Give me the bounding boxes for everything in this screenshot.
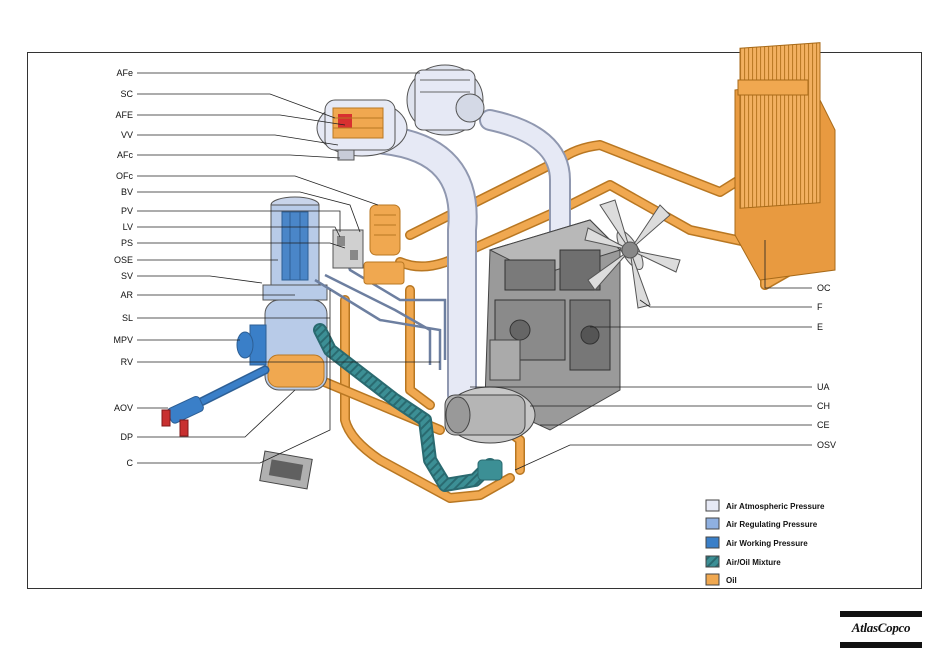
labels-left: AFe SC AFE VV AFc OFc BV PV LV PS OSE SV… <box>113 68 133 468</box>
label-afe-upper: AFe <box>116 68 133 78</box>
label-ar: AR <box>120 290 133 300</box>
label-ch: CH <box>817 401 830 411</box>
label-afe: AFE <box>115 110 133 120</box>
svg-text:Air/Oil Mixture: Air/Oil Mixture <box>726 558 781 567</box>
compressor-element <box>445 387 535 443</box>
label-lv: LV <box>123 222 133 232</box>
label-sv: SV <box>121 271 133 281</box>
label-ofc: OFc <box>116 171 133 181</box>
labels-right: OC F E UA CH CE OSV <box>817 283 836 450</box>
oil-filter <box>364 205 404 284</box>
label-pv: PV <box>121 206 133 216</box>
label-oc: OC <box>817 283 831 293</box>
oil-cooler <box>735 43 835 280</box>
label-f: F <box>817 302 823 312</box>
logo-bar-bottom <box>840 642 922 648</box>
label-afc: AFc <box>117 150 134 160</box>
label-osv: OSV <box>817 440 836 450</box>
label-ua: UA <box>817 382 830 392</box>
air-filter-front <box>407 65 484 135</box>
atlas-copco-logo: AtlasCopco <box>840 608 922 652</box>
logo-bar-top <box>840 611 922 617</box>
label-bv: BV <box>121 187 133 197</box>
label-ps: PS <box>121 238 133 248</box>
label-ose: OSE <box>114 255 133 265</box>
label-c: C <box>127 458 134 468</box>
label-e: E <box>817 322 823 332</box>
svg-text:Air Atmospheric Pressure: Air Atmospheric Pressure <box>726 502 825 511</box>
control-panel <box>260 451 312 489</box>
legend-item-regulating: Air Regulating Pressure <box>706 518 818 529</box>
control-valves-block <box>333 230 363 268</box>
oil-separator-vessel <box>237 197 327 390</box>
air-outlet-valves <box>162 395 205 436</box>
legend: Air Atmospheric Pressure Air Regulating … <box>706 500 825 585</box>
legend-item-mixture: Air/Oil Mixture <box>706 556 781 567</box>
svg-text:Air Working Pressure: Air Working Pressure <box>726 539 808 548</box>
label-sl: SL <box>122 313 133 323</box>
working-pressure-outlet <box>195 370 265 405</box>
label-vv: VV <box>121 130 133 140</box>
legend-item-oil: Oil <box>706 574 737 585</box>
label-aov: AOV <box>114 403 133 413</box>
label-sc: SC <box>120 89 133 99</box>
legend-item-working: Air Working Pressure <box>706 537 808 548</box>
svg-text:Oil: Oil <box>726 576 737 585</box>
label-rv: RV <box>121 357 133 367</box>
oil-stop-valve <box>478 460 502 480</box>
label-mpv: MPV <box>113 335 133 345</box>
label-ce: CE <box>817 420 830 430</box>
logo-wordmark: AtlasCopco <box>840 620 922 636</box>
legend-item-atmospheric: Air Atmospheric Pressure <box>706 500 825 511</box>
svg-text:Air Regulating Pressure: Air Regulating Pressure <box>726 520 818 529</box>
label-dp: DP <box>120 432 133 442</box>
